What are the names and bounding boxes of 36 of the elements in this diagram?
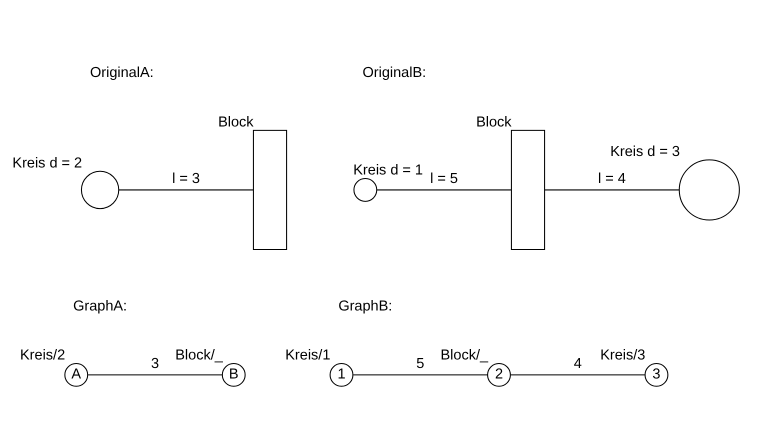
edge-label: l = 3 <box>172 170 200 187</box>
node-label: Kreis d = 3 <box>610 144 680 160</box>
node-label: Kreis d = 2 <box>12 155 82 172</box>
node-circle <box>80 170 120 210</box>
connector <box>544 189 680 190</box>
node-label: Kreis d = 1 <box>353 162 423 179</box>
node-circle: 3 <box>644 362 668 387</box>
edge-label: 5 <box>416 356 424 372</box>
edge-label: l = 5 <box>430 170 458 187</box>
label: GraphB: <box>338 298 392 314</box>
connector <box>510 374 645 376</box>
connector <box>377 189 512 190</box>
edge-label: 4 <box>574 356 582 372</box>
node-label: Block/_ <box>175 348 223 364</box>
node-label: Kreis/3 <box>600 348 646 364</box>
edge-label: l = 4 <box>598 170 626 187</box>
node-circle: A <box>64 362 88 387</box>
node-box <box>252 130 288 250</box>
node-label: Kreis/1 <box>285 348 330 364</box>
node-label: Block/_ <box>440 348 488 364</box>
node-label: Block <box>476 114 512 130</box>
label: OriginalA: <box>90 65 154 82</box>
node-circle: 2 <box>487 362 511 387</box>
label: GraphA: <box>73 298 128 314</box>
node-label: Block <box>218 114 254 130</box>
node-circle: 1 <box>330 362 354 387</box>
node-box <box>510 130 546 250</box>
node-circle <box>353 178 378 202</box>
connector <box>88 374 222 376</box>
connector <box>353 374 488 376</box>
label: OriginalB: <box>362 65 426 82</box>
edge-label: 3 <box>150 356 160 372</box>
node-circle <box>678 159 740 220</box>
node-label: Kreis/2 <box>20 348 66 364</box>
connector <box>118 189 254 190</box>
node-circle: B <box>222 362 246 387</box>
